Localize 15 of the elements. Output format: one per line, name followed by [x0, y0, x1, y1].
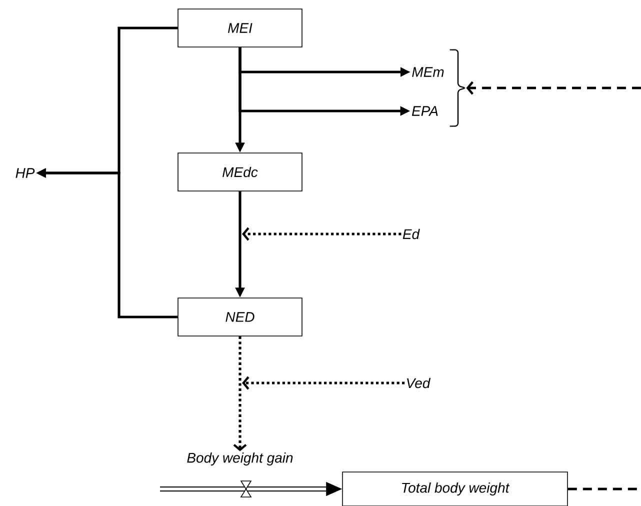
flow-label: MEm	[412, 67, 444, 77]
bracket	[450, 49, 465, 127]
process-box: MEI	[178, 8, 302, 48]
flow-label: HP	[16, 168, 35, 178]
arrow	[242, 227, 402, 241]
flow-label: EPA	[412, 106, 438, 116]
process-box: Total body weight	[342, 472, 568, 506]
arrow	[233, 336, 247, 452]
arrow	[242, 376, 405, 390]
process-box: NED	[178, 298, 302, 336]
flow-label: Ved	[407, 378, 431, 388]
arrow	[466, 81, 641, 95]
process-box: MEdc	[178, 152, 302, 192]
flow-label: Ed	[402, 228, 420, 240]
flow-label: Body weight gain	[187, 452, 293, 466]
